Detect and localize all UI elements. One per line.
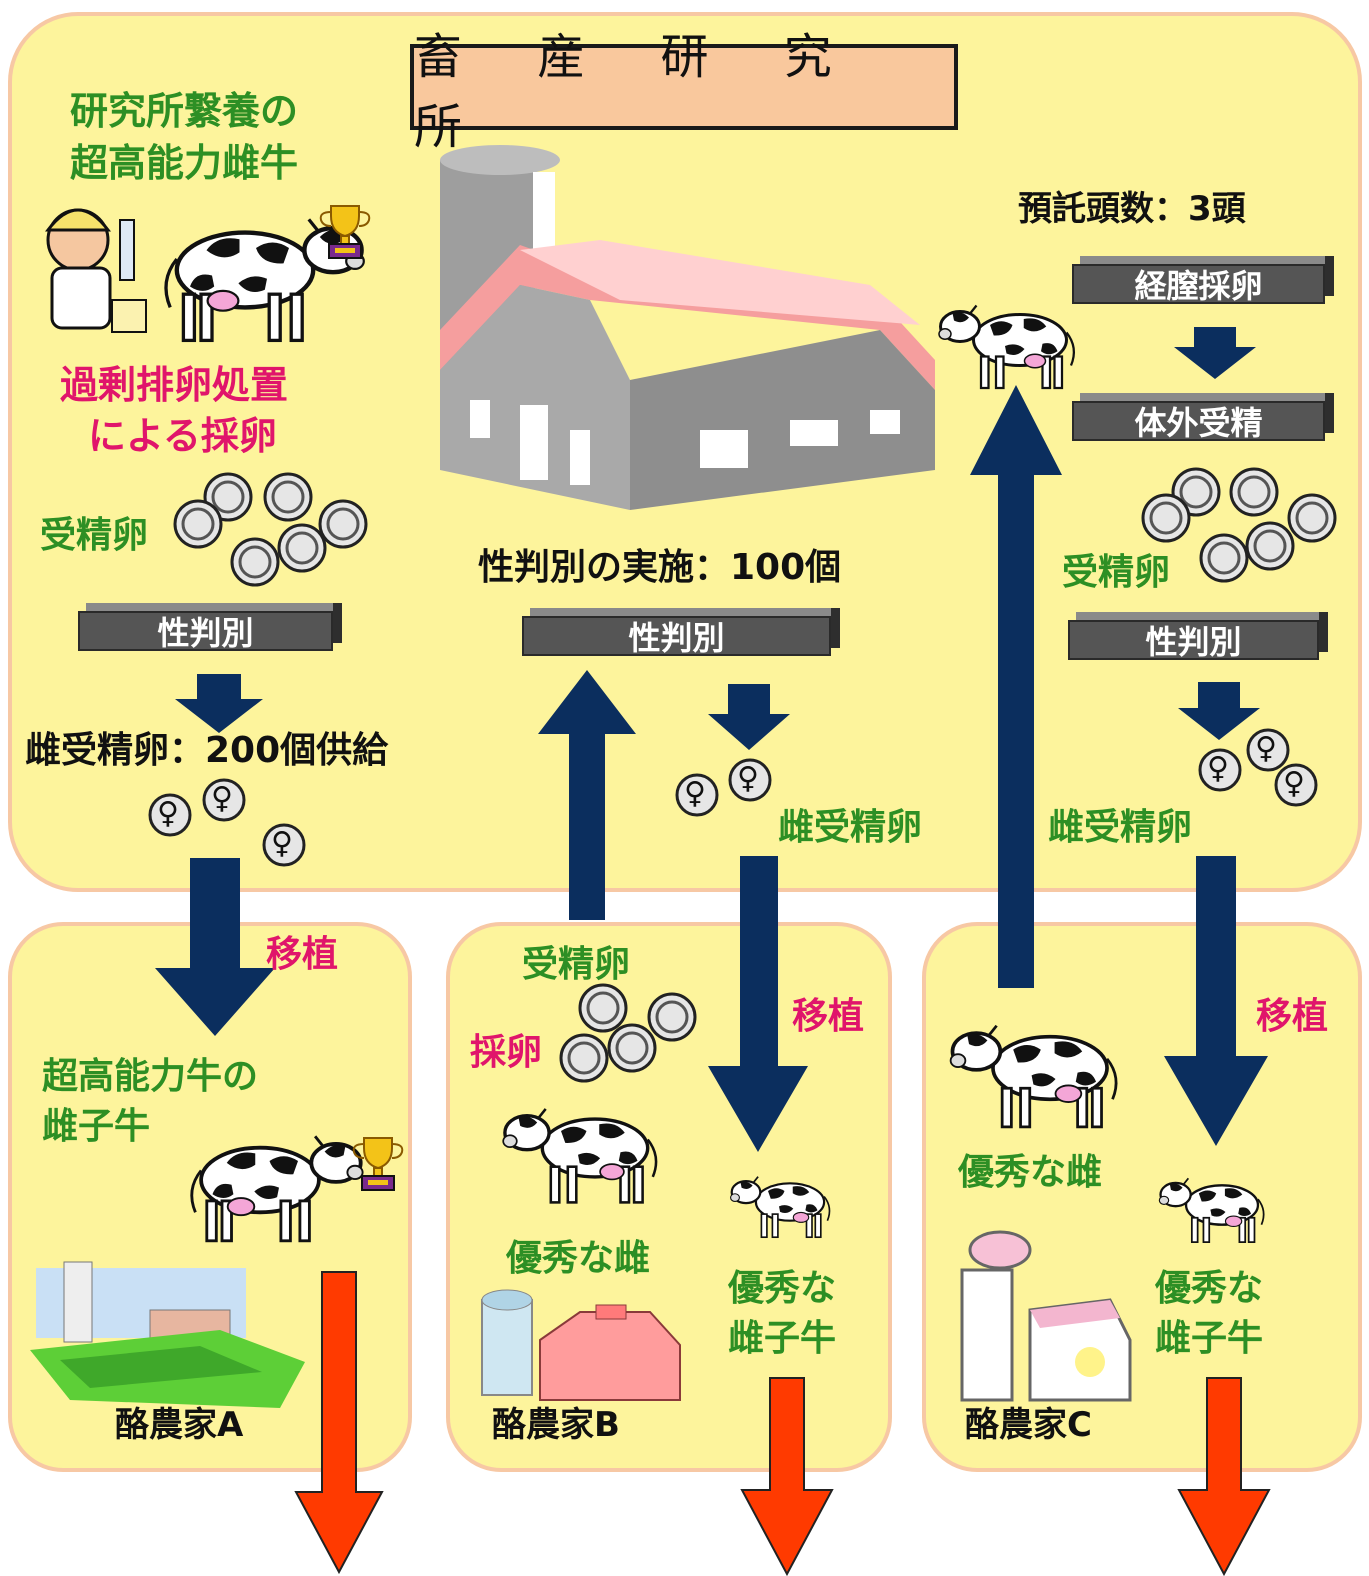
excellent-female-label-c: 優秀な雌 — [958, 1152, 1103, 1193]
research-cow-label-1: 研究所繋養の — [70, 89, 299, 133]
deposit-count-label: 預託頭数：3頭 — [1018, 189, 1246, 229]
female-symbol: ♀ — [211, 781, 233, 816]
cow-icon — [501, 1107, 658, 1205]
transplant-label-c: 移植 — [1256, 996, 1329, 1037]
cow-icon — [937, 304, 1076, 390]
research-cow-label-2: 超高能力雌牛 — [70, 141, 299, 185]
calf-label-c-1: 優秀な — [1155, 1268, 1264, 1309]
superovulation-label-1: 過剰排卵処置 — [60, 363, 289, 407]
silo-icon — [481, 1289, 533, 1396]
transplant-label-b: 移植 — [792, 996, 865, 1037]
cow-icon — [189, 1134, 365, 1243]
opu-box: 経膣採卵 — [1072, 256, 1334, 305]
female-supply-label: 雌受精卵：200個供給 — [25, 730, 389, 771]
fertilized-egg-label-right: 受精卵 — [1062, 552, 1171, 593]
farm-b-name: 酪農家B — [492, 1405, 620, 1445]
female-symbol: ♀ — [1283, 766, 1305, 801]
navy-arrows — [155, 327, 1268, 1152]
female-symbol: ♀ — [1207, 751, 1229, 786]
ivf-box: 体外受精 — [1072, 393, 1334, 442]
scientist-icon — [44, 208, 147, 333]
sexing-box-right: 性判別 — [1068, 612, 1328, 661]
female-symbol: ♀ — [271, 826, 293, 861]
farm-c-name: 酪農家C — [965, 1405, 1092, 1445]
egg-icon — [173, 472, 368, 587]
sexing-count-label: 性判別の実施：100個 — [478, 547, 842, 588]
cow-icon — [166, 219, 364, 340]
farm-icon — [30, 1261, 305, 1408]
transplant-label-a: 移植 — [266, 934, 339, 975]
calf-label-a-2: 雌子牛 — [42, 1106, 151, 1147]
calf-label-b-1: 優秀な — [728, 1268, 837, 1309]
farm-a-name: 酪農家A — [115, 1405, 244, 1445]
egg-icon — [559, 983, 697, 1083]
superovulation-label-2: による採卵 — [88, 414, 277, 458]
cow-icon — [1158, 1177, 1265, 1244]
fertilized-egg-label: 受精卵 — [40, 515, 149, 556]
fertilized-egg-label-b: 受精卵 — [522, 944, 631, 985]
cow-icon — [948, 1023, 1118, 1129]
female-symbol: ♀ — [737, 761, 759, 796]
female-symbol: ♀ — [157, 796, 179, 831]
calf-label-a-1: 超高能力牛の — [42, 1056, 259, 1097]
female-symbol: ♀ — [684, 776, 706, 811]
female-symbol: ♀ — [1255, 731, 1277, 766]
sexing-box-center: 性判別 — [522, 608, 840, 657]
calf-label-b-2: 雌子牛 — [728, 1318, 837, 1359]
female-egg-label-right: 雌受精卵 — [1048, 807, 1193, 848]
excellent-female-label-b: 優秀な雌 — [506, 1238, 651, 1279]
red-arrows — [294, 1271, 1271, 1576]
calf-label-c-2: 雌子牛 — [1155, 1318, 1264, 1359]
egg-icon — [1141, 467, 1337, 583]
female-egg-label-center: 雌受精卵 — [778, 807, 923, 848]
barn-icon — [440, 145, 935, 510]
farm-icon — [960, 1230, 1132, 1402]
egg-collection-label-b: 採卵 — [470, 1032, 543, 1073]
cow-icon — [729, 1175, 831, 1239]
barn-icon — [539, 1304, 681, 1401]
sexing-box-left: 性判別 — [78, 603, 342, 652]
